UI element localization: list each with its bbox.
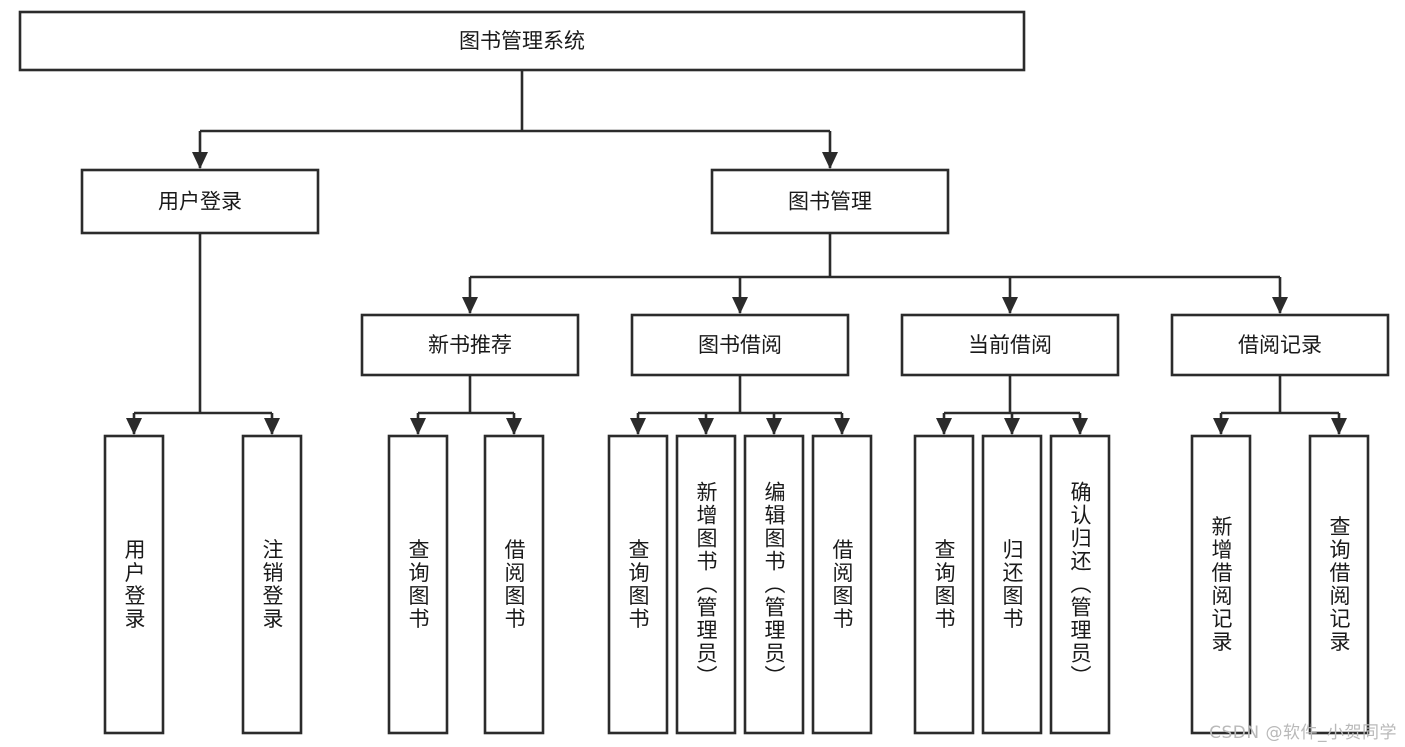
node-label: 图书管理 (788, 190, 872, 214)
node-box[interactable] (913, 434, 975, 735)
node-label: 借阅记录 (1238, 333, 1322, 357)
leaf-node-5[interactable]: 查询图书 (607, 434, 669, 735)
arrow-head-icon (1331, 418, 1347, 435)
node-label: 查询图书 (406, 539, 430, 631)
level3-node-2[interactable]: 图书借阅 (630, 313, 850, 377)
node-label: 借阅图书 (830, 539, 854, 631)
node-label: 图书管理系统 (459, 29, 585, 53)
node-box[interactable] (607, 434, 669, 735)
node-box[interactable] (710, 168, 950, 235)
leaf-node-7[interactable]: 编辑图书（管理员） (743, 434, 805, 735)
node-box[interactable] (80, 168, 320, 235)
level3-node-4[interactable]: 借阅记录 (1170, 313, 1390, 377)
node-box[interactable] (103, 434, 165, 735)
node-label: 查询图书 (932, 539, 956, 631)
arrow-head-icon (766, 418, 782, 435)
leaf-node-12[interactable]: 新增借阅记录 (1190, 434, 1252, 735)
root-node-system[interactable]: 图书管理系统 (18, 10, 1026, 72)
node-box[interactable] (900, 313, 1120, 377)
arrow-head-icon (1002, 297, 1018, 314)
node-box[interactable] (18, 10, 1026, 72)
arrow-head-icon (630, 418, 646, 435)
node-label: 查询图书 (626, 539, 650, 631)
node-layer: 图书管理系统用户登录图书管理新书推荐图书借阅当前借阅借阅记录用户登录注销登录查询… (18, 10, 1390, 735)
arrow-head-icon (410, 418, 426, 435)
node-box[interactable] (360, 313, 580, 377)
leaf-node-8[interactable]: 借阅图书 (811, 434, 873, 735)
level2-node-2[interactable]: 图书管理 (710, 168, 950, 235)
leaf-node-6[interactable]: 新增图书（管理员） (675, 434, 737, 735)
leaf-node-4[interactable]: 借阅图书 (483, 434, 545, 735)
node-label: 用户登录 (158, 190, 242, 214)
node-label: 用户登录 (122, 539, 146, 631)
node-label: 注销登录 (260, 539, 284, 631)
leaf-node-3[interactable]: 查询图书 (387, 434, 449, 735)
arrow-head-icon (462, 297, 478, 314)
leaf-node-1[interactable]: 用户登录 (103, 434, 165, 735)
node-label: 图书借阅 (698, 333, 782, 357)
node-box[interactable] (1308, 434, 1370, 735)
arrow-head-icon (1004, 418, 1020, 435)
arrow-head-icon (1072, 418, 1088, 435)
node-box[interactable] (675, 434, 737, 735)
node-box[interactable] (743, 434, 805, 735)
arrow-head-icon (822, 152, 838, 169)
node-box[interactable] (241, 434, 303, 735)
node-label: 查询借阅记录 (1327, 516, 1351, 654)
arrow-head-icon (506, 418, 522, 435)
node-box[interactable] (1049, 434, 1111, 735)
node-box[interactable] (483, 434, 545, 735)
node-label: 新书推荐 (428, 333, 512, 357)
node-box[interactable] (630, 313, 850, 377)
level3-node-1[interactable]: 新书推荐 (360, 313, 580, 377)
watermark-text: CSDN @软件_小贺同学 (1209, 723, 1397, 743)
arrow-head-icon (936, 418, 952, 435)
leaf-node-10[interactable]: 归还图书 (981, 434, 1043, 735)
arrow-head-icon (834, 418, 850, 435)
arrow-head-icon (264, 418, 280, 435)
node-label: 归还图书 (1000, 539, 1024, 631)
arrow-head-icon (192, 152, 208, 169)
arrow-head-icon (732, 297, 748, 314)
arrow-head-icon (1272, 297, 1288, 314)
node-label: 借阅图书 (502, 539, 526, 631)
arrow-head-icon (126, 418, 142, 435)
node-label: 编辑图书（管理员） (762, 481, 786, 688)
level2-node-1[interactable]: 用户登录 (80, 168, 320, 235)
level3-node-3[interactable]: 当前借阅 (900, 313, 1120, 377)
edge-layer (126, 70, 1347, 435)
node-box[interactable] (811, 434, 873, 735)
node-label: 确认归还（管理员） (1068, 481, 1092, 688)
arrow-head-icon (1213, 418, 1229, 435)
node-label: 新增借阅记录 (1209, 516, 1233, 654)
leaf-node-11[interactable]: 确认归还（管理员） (1049, 434, 1111, 735)
node-label: 新增图书（管理员） (694, 481, 718, 688)
node-label: 当前借阅 (968, 333, 1052, 357)
node-box[interactable] (981, 434, 1043, 735)
node-box[interactable] (1190, 434, 1252, 735)
leaf-node-2[interactable]: 注销登录 (241, 434, 303, 735)
node-box[interactable] (1170, 313, 1390, 377)
leaf-node-13[interactable]: 查询借阅记录 (1308, 434, 1370, 735)
arrow-head-icon (698, 418, 714, 435)
leaf-node-9[interactable]: 查询图书 (913, 434, 975, 735)
node-box[interactable] (387, 434, 449, 735)
